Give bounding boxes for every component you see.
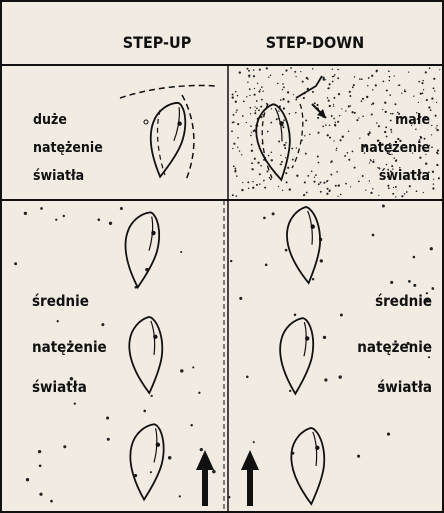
cell-icon	[120, 86, 215, 181]
cell-icon	[126, 422, 167, 501]
bottom-right-label-2: natężenie	[357, 338, 432, 356]
cell-icon	[277, 317, 315, 395]
header-step-down: STEP-DOWN	[266, 33, 364, 52]
top-left-label-1: duże	[33, 112, 67, 128]
up-arrow-icon	[196, 450, 214, 506]
up-arrow-icon	[241, 450, 259, 506]
top-right-label-2: natężenie	[360, 140, 430, 156]
top-left-label-2: natężenie	[33, 140, 103, 156]
cell-icon	[120, 210, 163, 290]
cell-icon	[253, 103, 303, 183]
bottom-right-label-3: światła	[377, 378, 432, 396]
top-right-label-3: światła	[379, 168, 430, 184]
cell-icon	[128, 317, 164, 394]
top-right-label-1: małe	[395, 112, 430, 128]
bottom-left-label-1: średnie	[32, 292, 89, 310]
top-left-label-3: światła	[33, 168, 84, 184]
bottom-left-label-3: światła	[32, 378, 87, 396]
cell-icon	[285, 206, 323, 284]
cell-icon	[290, 428, 326, 505]
header-step-up: STEP-UP	[123, 33, 192, 52]
light-stimulus-icon	[296, 76, 326, 118]
bottom-right-label-1: średnie	[375, 292, 432, 310]
bottom-left-label-2: natężenie	[32, 338, 107, 356]
